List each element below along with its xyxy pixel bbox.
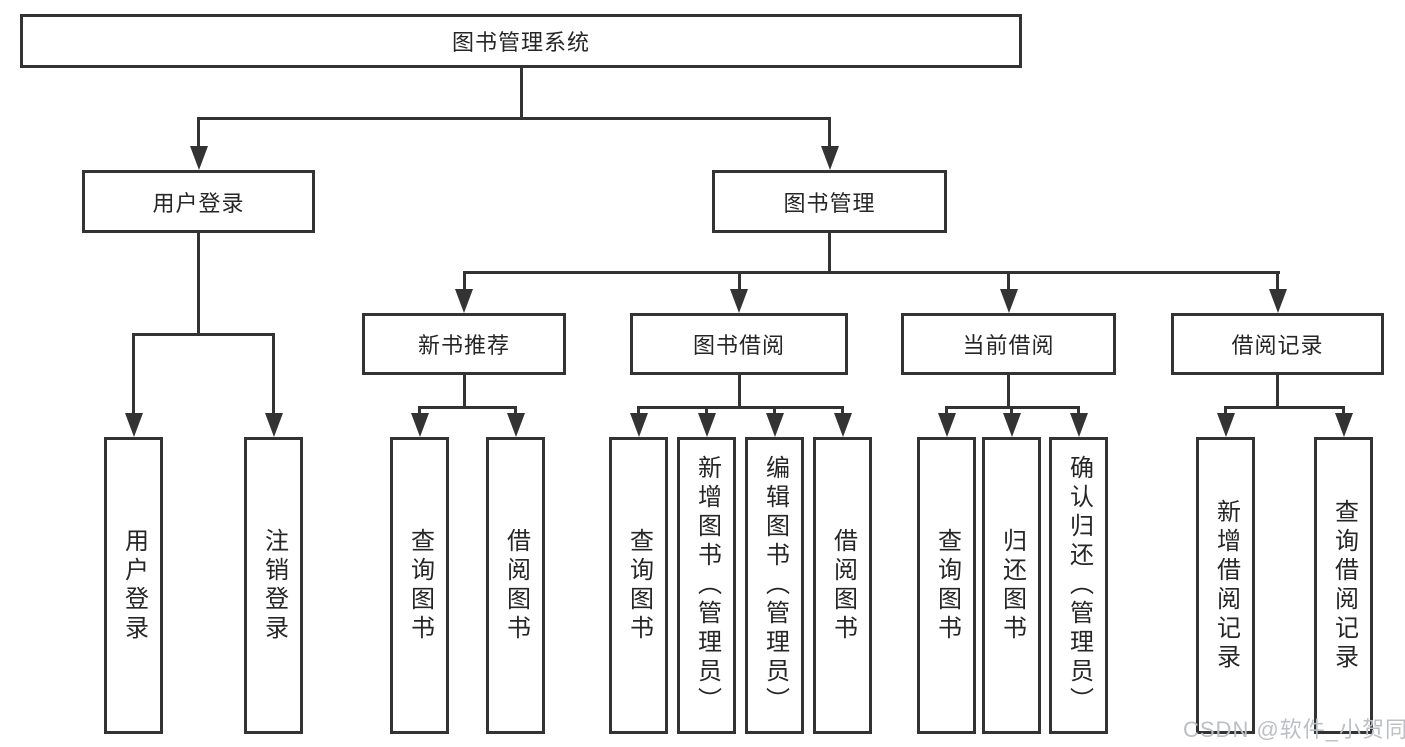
arrow-down-icon (937, 413, 956, 437)
connector-drop-leaf (841, 406, 844, 416)
node-user-login: 用户登录 (82, 170, 315, 233)
node-root-label: 图书管理系统 (451, 30, 590, 55)
leaf-label: 查询图书 (625, 527, 653, 644)
leaf-query-borrow-record: 查询借阅记录 (1314, 437, 1373, 734)
leaf-label: 编辑图书（管理员） (761, 455, 789, 716)
connector-drop-leaf (1010, 406, 1013, 416)
connector-recommend-stub (462, 372, 466, 409)
arrow-down-icon (189, 146, 208, 170)
arrow-down-icon (629, 413, 648, 437)
connector-records-stub (1276, 372, 1279, 409)
connector-drop-leaf (773, 406, 776, 416)
arrow-down-icon (1268, 289, 1287, 313)
leaf-borrow-books: 借阅图书 (813, 437, 872, 734)
connector-branch-borrow (637, 406, 844, 409)
connector-drop-book-management (828, 117, 831, 149)
leaf-query-books-borrow: 查询图书 (609, 437, 668, 734)
node-user-login-label: 用户登录 (152, 190, 245, 216)
arrow-down-icon (410, 413, 429, 437)
arrow-down-icon (999, 289, 1018, 313)
connector-root-stub (519, 66, 523, 120)
connector-drop-leaf (1077, 406, 1080, 416)
leaf-confirm-return-admin: 确认归还（管理员） (1049, 437, 1108, 734)
node-borrow-records-label: 借阅记录 (1231, 333, 1324, 358)
node-current-borrow: 当前借阅 (901, 313, 1116, 375)
connector-current-stub (1007, 372, 1010, 409)
connector-borrow-stub (737, 372, 741, 409)
leaf-label: 注销登录 (260, 527, 288, 644)
connector-drop-leaf (637, 406, 640, 416)
leaf-add-books-admin: 新增图书（管理员） (677, 437, 736, 734)
connector-drop-leaf (945, 406, 948, 416)
leaf-label: 借阅图书 (829, 527, 857, 644)
connector-drop-user-login (197, 117, 200, 149)
node-root: 图书管理系统 (20, 14, 1022, 68)
arrow-down-icon (1002, 413, 1021, 437)
connector-drop-leaf (514, 406, 517, 416)
arrow-down-icon (455, 289, 473, 313)
connector-drop-level3 (1007, 271, 1010, 293)
node-book-borrow-label: 图书借阅 (692, 333, 785, 358)
node-new-book-recommend-label: 新书推荐 (417, 333, 510, 358)
node-borrow-records: 借阅记录 (1171, 313, 1384, 375)
leaf-label: 查询借阅记录 (1330, 498, 1358, 673)
leaf-label: 用户登录 (120, 527, 148, 644)
leaf-query-books-current: 查询图书 (917, 437, 976, 734)
connector-user-login-stub (197, 230, 200, 335)
leaf-label: 新增图书（管理员） (693, 455, 721, 716)
arrow-down-icon (264, 413, 283, 437)
leaf-borrow-books-recommend: 借阅图书 (486, 437, 545, 734)
arrow-down-icon (124, 413, 143, 437)
connector-drop-level3 (1276, 271, 1279, 293)
node-current-borrow-label: 当前借阅 (962, 333, 1055, 358)
connector-branch-recommend (418, 406, 517, 409)
connector-book-management-stub (828, 231, 831, 273)
node-new-book-recommend: 新书推荐 (362, 313, 566, 375)
arrow-down-icon (820, 146, 839, 170)
connector-drop-leaf (1342, 406, 1345, 416)
connector-drop-leaf (132, 333, 135, 415)
connector-branch-user-login (132, 333, 275, 336)
connector-branch-records (1224, 406, 1345, 409)
arrow-down-icon (1069, 413, 1088, 437)
leaf-label: 新增借阅记录 (1212, 498, 1240, 673)
arrow-down-icon (697, 413, 716, 437)
connector-drop-leaf (705, 406, 708, 416)
leaf-label: 借阅图书 (502, 527, 530, 644)
connector-drop-leaf (1224, 406, 1227, 416)
connector-drop-leaf (272, 333, 275, 415)
connector-drop-leaf (418, 406, 421, 416)
connector-drop-level3 (462, 271, 466, 293)
leaf-add-borrow-record: 新增借阅记录 (1196, 437, 1255, 734)
leaf-label: 查询图书 (406, 527, 434, 644)
arrow-down-icon (506, 413, 525, 437)
leaf-query-books-recommend: 查询图书 (390, 437, 449, 734)
leaf-return-books: 归还图书 (982, 437, 1041, 734)
arrow-down-icon (833, 413, 852, 437)
leaf-label: 归还图书 (998, 527, 1026, 644)
leaf-logout: 注销登录 (244, 437, 303, 734)
arrow-down-icon (765, 413, 784, 437)
node-book-borrow: 图书借阅 (630, 313, 848, 375)
arrow-down-icon (1216, 413, 1235, 437)
node-book-management: 图书管理 (712, 170, 947, 233)
connector-drop-level3 (737, 271, 741, 293)
arrow-down-icon (1334, 413, 1353, 437)
connector-branch-level2 (197, 117, 831, 120)
leaf-label: 确认归还（管理员） (1065, 455, 1093, 716)
connector-branch-level3 (462, 271, 1280, 274)
leaf-edit-books-admin: 编辑图书（管理员） (745, 437, 804, 734)
leaf-label: 查询图书 (933, 527, 961, 644)
csdn-watermark: CSDN @软件_小贺同学 (1183, 717, 1405, 742)
leaf-user-login: 用户登录 (104, 437, 163, 734)
node-book-management-label: 图书管理 (783, 190, 876, 216)
arrow-down-icon (730, 289, 748, 313)
